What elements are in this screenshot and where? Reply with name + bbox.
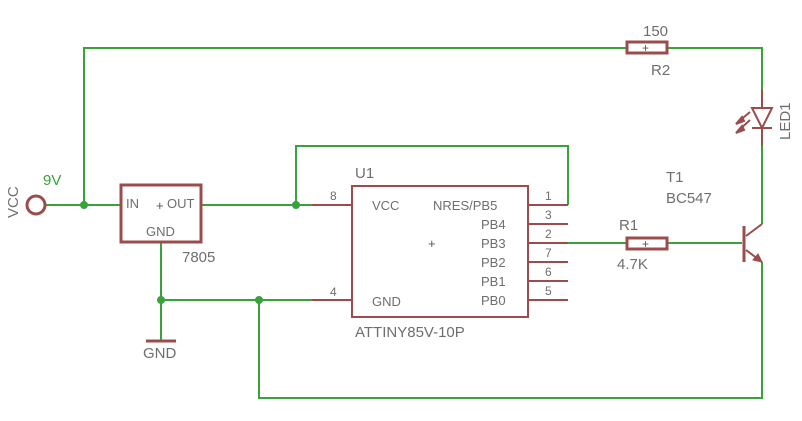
mcu-value-label: ATTINY85V-10P [355, 324, 465, 341]
wire-vcc-to-r2 [83, 47, 627, 205]
vcc-name-label: VCC [5, 186, 22, 218]
wires [45, 47, 763, 399]
ground-label: GND [143, 345, 177, 362]
mcu-left-pin-label: GND [372, 294, 401, 309]
terminal-circle-icon [25, 194, 47, 216]
transistor-name-label: T1 [666, 169, 684, 186]
mcu-body [351, 185, 529, 318]
junction-dot [80, 201, 88, 209]
resistor-r2: + 150 R2 [625, 23, 670, 79]
mcu-right-pins: NRES/PB5 1 PB4 3 PB3 2 PB2 7 PB1 6 PB0 5 [433, 189, 568, 308]
mcu-right-pin-label: PB2 [481, 255, 506, 270]
mcu-right-pin-number: 1 [545, 189, 552, 203]
mcu-right-pin-number: 7 [545, 246, 552, 260]
wire-r2-to-led [667, 47, 763, 90]
mcu-right-pin-number: 5 [545, 284, 552, 298]
junction-dot [292, 201, 300, 209]
light-emission-arrows-icon [735, 111, 751, 134]
led: LED1 [735, 90, 794, 146]
resistor-r1: + R1 4.7K [617, 217, 669, 273]
regulator-pin-out: OUT [167, 196, 195, 211]
voltage-regulator: IN OUT GND + 7805 [119, 183, 215, 266]
mcu-left-pin-number: 4 [330, 285, 337, 299]
vcc-terminal: VCC 9V [5, 172, 61, 218]
regulator-pin-in: IN [126, 196, 139, 211]
junctions [80, 201, 300, 304]
mcu-right-pin-label: PB4 [481, 217, 506, 232]
mcu-left-pin-number: 8 [330, 189, 337, 203]
emitter-arrow-icon [752, 253, 763, 263]
wire-nres-loop [295, 145, 569, 205]
transistor: T1 BC547 [666, 169, 763, 263]
mcu-right-pin-number: 3 [545, 208, 552, 222]
origin-cross-icon: + [428, 236, 436, 251]
r1-value-label: 4.7K [617, 256, 648, 273]
regulator-value-label: 7805 [182, 249, 215, 266]
origin-cross-icon: + [156, 198, 164, 213]
mcu-right-pin-label: PB1 [481, 274, 506, 289]
regulator-body [119, 183, 203, 244]
diode-triangle-icon [750, 107, 774, 131]
vcc-value-label: 9V [43, 172, 61, 189]
transistor-collector [745, 223, 763, 237]
r2-name-label: R2 [651, 62, 670, 79]
mcu-name-label: U1 [355, 165, 374, 182]
mcu-left-pin-label: VCC [372, 198, 399, 213]
mcu-right-pin-label: PB3 [481, 236, 506, 251]
microcontroller: U1 ATTINY85V-10P + 8 VCC 4 GND NRES/PB5 … [312, 165, 568, 341]
led-name-label: LED1 [777, 102, 794, 140]
ground-symbol: GND [143, 339, 177, 362]
junction-dot [255, 296, 263, 304]
mcu-right-pin-number: 2 [545, 227, 552, 241]
regulator-pin-gnd: GND [146, 224, 175, 239]
wire-emitter-return [258, 262, 763, 399]
r1-name-label: R1 [619, 217, 638, 234]
junction-dot [157, 296, 165, 304]
resistor-body [625, 40, 669, 55]
mcu-right-pin-number: 6 [545, 265, 552, 279]
transistor-value-label: BC547 [666, 190, 712, 207]
mcu-right-pin-label: PB0 [481, 293, 506, 308]
r2-value-label: 150 [643, 23, 668, 40]
origin-cross-icon: + [642, 237, 649, 251]
resistor-body [625, 236, 669, 251]
origin-cross-icon: + [642, 41, 649, 55]
mcu-right-pin-label: NRES/PB5 [433, 198, 497, 213]
